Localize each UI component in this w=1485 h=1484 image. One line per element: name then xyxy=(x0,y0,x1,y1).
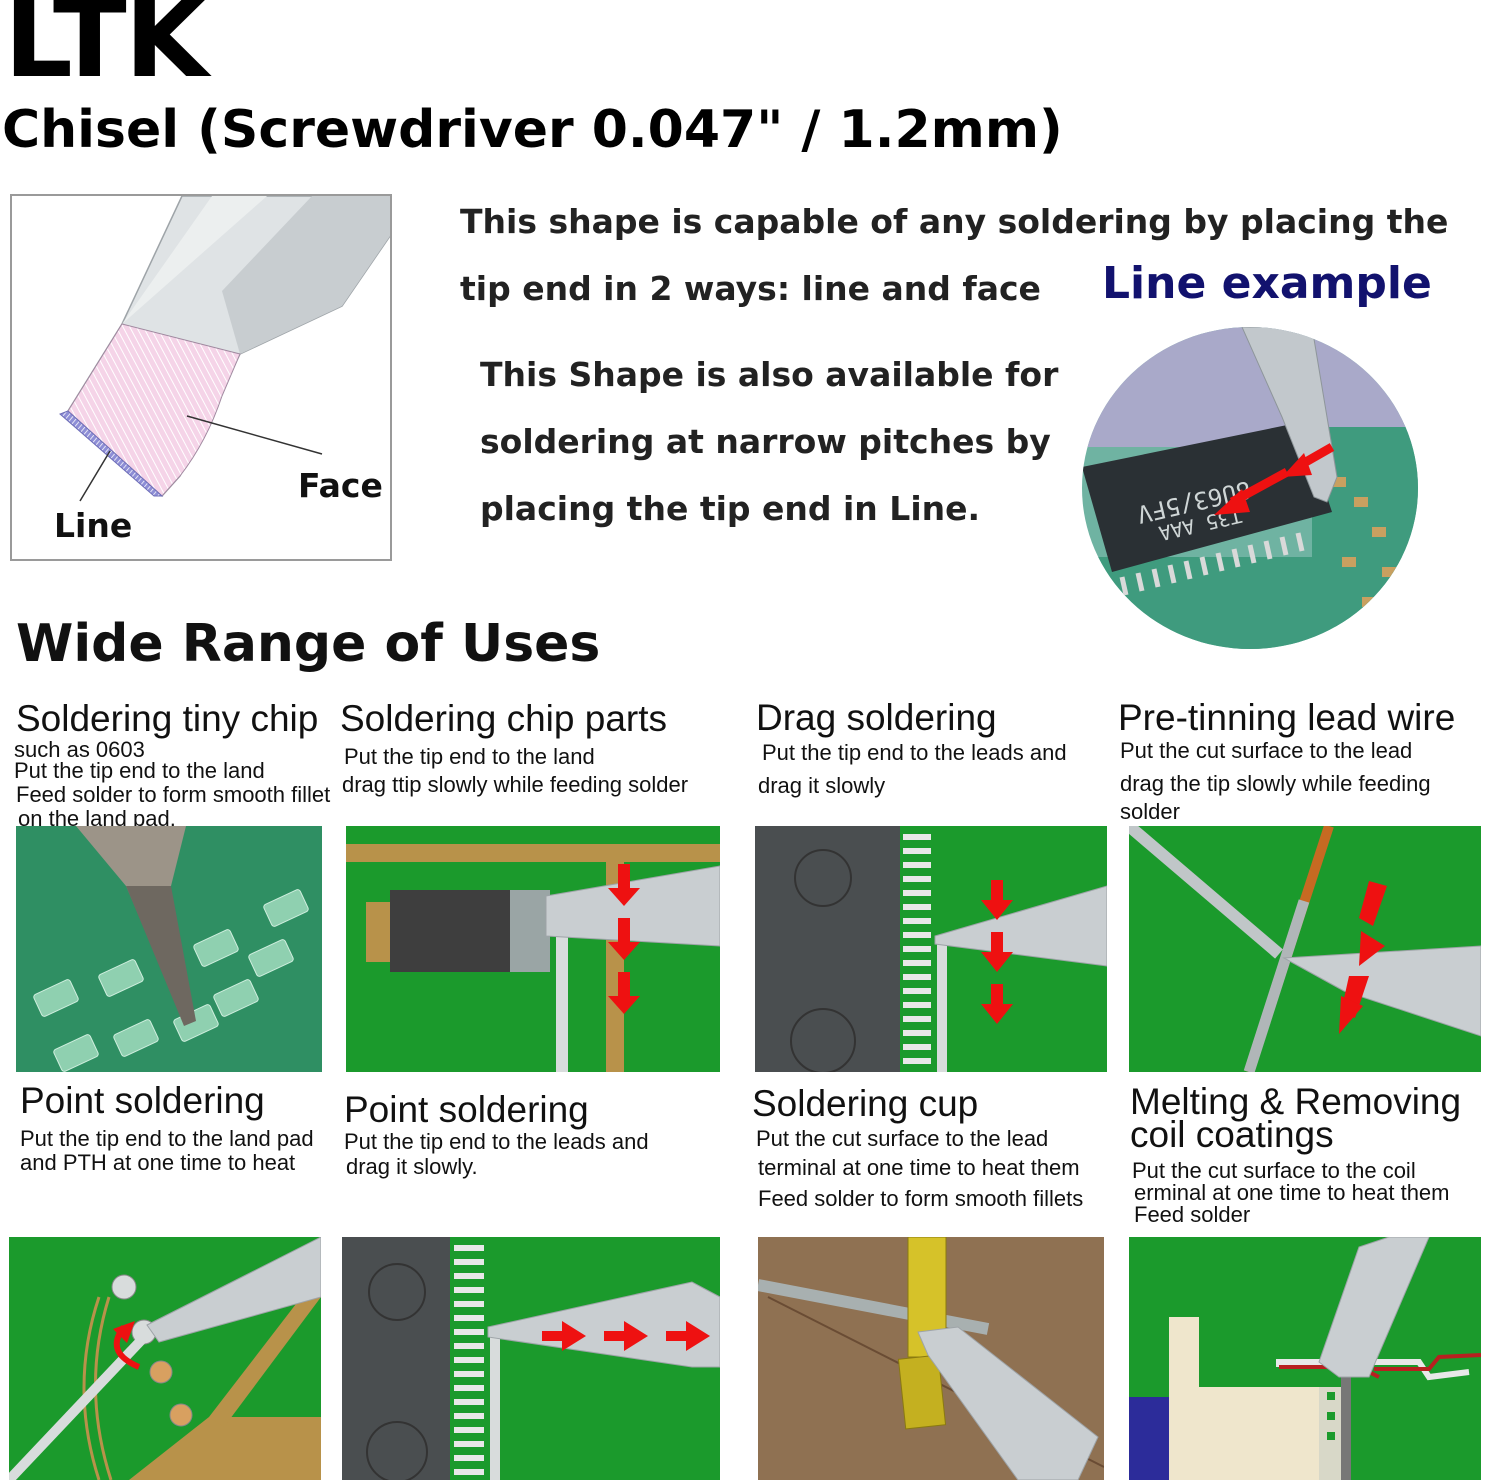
use-desc-7a: Put the cut surface to the lead xyxy=(756,1126,1049,1151)
panel-chip-parts xyxy=(346,826,720,1072)
line-label: Line xyxy=(54,506,133,545)
line-example-label: Line example xyxy=(1102,258,1432,309)
use-desc-8a: Put the cut surface to the coil xyxy=(1132,1158,1416,1183)
tip-diagram: Face Line xyxy=(10,194,392,561)
panel-soldering-cup xyxy=(758,1237,1104,1480)
use-title-3: Drag soldering xyxy=(756,697,997,738)
use-desc-4b: drag the tip slowly while feeding xyxy=(1120,771,1431,796)
panel-point-pth xyxy=(9,1237,321,1480)
face-pointer-line xyxy=(186,415,323,455)
panel-drag-soldering xyxy=(755,826,1107,1072)
use-title-8: Melting & Removing xyxy=(1130,1081,1462,1122)
use-desc-4c: solder xyxy=(1120,799,1180,824)
use-title-5: Point soldering xyxy=(20,1080,265,1121)
use-title-6: Point soldering xyxy=(344,1089,589,1130)
face-label: Face xyxy=(298,466,383,505)
red-arrows xyxy=(981,880,1013,1024)
use-desc-2b: drag ttip slowly while feeding solder xyxy=(342,772,689,797)
red-arrows xyxy=(608,864,640,1014)
use-desc-4a: Put the cut surface to the lead xyxy=(1120,738,1413,763)
use-title-1: Soldering tiny chip xyxy=(16,698,319,739)
use-title-2: Soldering chip parts xyxy=(340,698,668,739)
panel-coil-coatings xyxy=(1129,1237,1481,1480)
intro-line-1: This shape is capable of any soldering b… xyxy=(460,202,1449,241)
use-desc-6a: Put the tip end to the leads and xyxy=(344,1129,649,1154)
use-desc-7b: terminal at one time to heat them xyxy=(758,1155,1080,1180)
line-pointer-line xyxy=(79,450,111,502)
use-desc-3b: drag it slowly xyxy=(758,773,886,798)
intro-line-2: tip end in 2 ways: line and face xyxy=(460,269,1041,308)
panel-tiny-chip xyxy=(16,826,322,1072)
brand-logo: LTK xyxy=(4,0,208,102)
uses-heading: Wide Range of Uses xyxy=(16,614,601,674)
use-desc-6b: drag it slowly. xyxy=(346,1154,478,1179)
use-desc-5a: Put the tip end to the land pad xyxy=(20,1126,314,1151)
use-desc-8c: Feed solder xyxy=(1134,1202,1251,1227)
line-example-photo: 8U63/5FV T35 AAA xyxy=(1082,327,1418,649)
narrow-line-2: soldering at narrow pitches by xyxy=(480,422,1051,461)
use-desc-3a: Put the tip end to the leads and xyxy=(762,740,1067,765)
narrow-line-1: This Shape is also available for xyxy=(480,355,1059,394)
product-subtitle: Chisel (Screwdriver 0.047" / 1.2mm) xyxy=(2,100,1063,160)
narrow-line-3: placing the tip end in Line. xyxy=(480,489,981,528)
use-desc-5b: and PTH at one time to heat xyxy=(20,1150,296,1175)
red-arrows xyxy=(1339,881,1387,1034)
panel-point-leads xyxy=(342,1237,720,1480)
use-desc-2a: Put the tip end to the land xyxy=(344,744,595,769)
red-arrows xyxy=(542,1321,710,1351)
use-desc-1b: Put the tip end to the land xyxy=(14,758,265,783)
panel-pre-tinning xyxy=(1129,826,1481,1072)
use-desc-8b: erminal at one time to heat them xyxy=(1134,1180,1450,1205)
use-desc-7c: Feed solder to form smooth fillets xyxy=(758,1186,1084,1211)
use-title-4: Pre-tinning lead wire xyxy=(1118,697,1456,738)
use-desc-1a: such as 0603 xyxy=(14,737,145,762)
use-desc-1c: Feed solder to form smooth fillet xyxy=(16,782,331,807)
use-title-7: Soldering cup xyxy=(752,1083,979,1124)
chisel-tip-illustration xyxy=(59,196,390,502)
use-title-8b: coil coatings xyxy=(1130,1114,1334,1155)
